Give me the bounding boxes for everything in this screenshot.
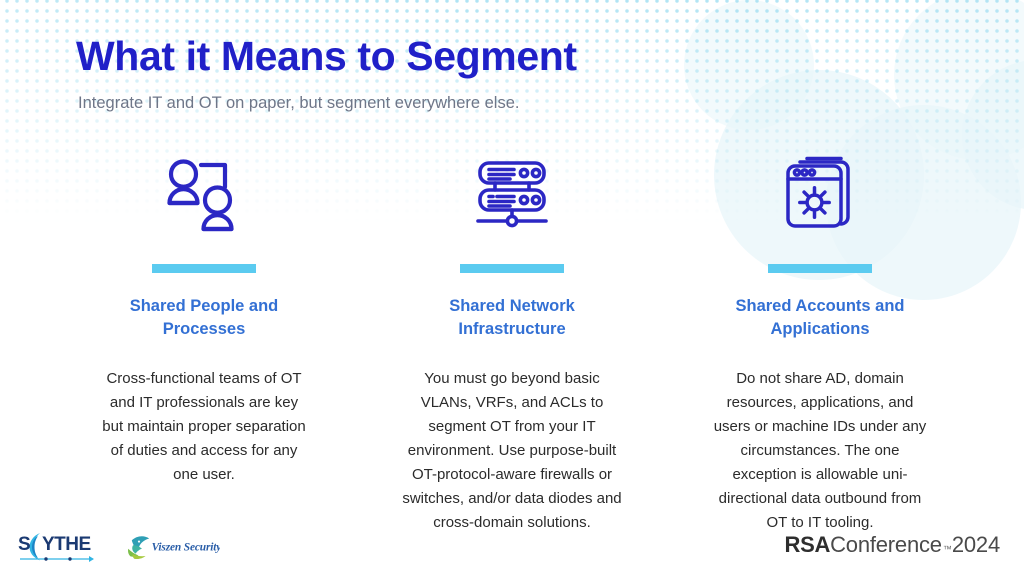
column-heading: Shared Accounts and Applications: [735, 297, 905, 339]
column-heading: Shared Network Infrastructure: [449, 297, 575, 339]
rsa-year: 2024: [951, 532, 1000, 557]
scythe-logo: S YTHE SCYTHE: [18, 530, 98, 564]
rsa-mark: RSA: [784, 532, 831, 557]
trademark-icon: ™: [942, 544, 952, 554]
slide-header: What it Means to Segment Integrate IT an…: [76, 33, 936, 114]
column-body-text: Do not share AD, domain resources, appli…: [713, 369, 927, 531]
column-accent-rule: [768, 264, 872, 273]
feature-column-shared-people: Shared People and Processes Cross-functi…: [76, 150, 332, 535]
footer-logos: S YTHE SCYTHE Viszen Security Vi: [18, 530, 220, 564]
page-title: What it Means to Segment: [76, 33, 577, 79]
column-heading: Shared People and Processes: [129, 297, 279, 339]
rsa-conference-word: Conference: [830, 532, 942, 557]
viszen-security-logo: Viszen Security Viszen Security: [124, 532, 220, 562]
column-body-text: You must go beyond basic VLANs, VRFs, an…: [402, 369, 622, 531]
page-subtitle: Integrate IT and OT on paper, but segmen…: [78, 93, 520, 112]
column-body-text: Cross-functional teams of OT and IT prof…: [102, 369, 306, 483]
feature-columns: Shared People and Processes Cross-functi…: [76, 150, 948, 535]
feature-column-shared-accounts: Shared Accounts and Applications Do not …: [692, 150, 948, 535]
server-rack-network-icon: [472, 150, 552, 242]
background-blob: [962, 60, 1024, 210]
svg-text:Viszen Security: Viszen Security: [152, 542, 220, 554]
svg-text:S: S: [18, 534, 30, 555]
feature-column-shared-network: Shared Network Infrastructure You must g…: [384, 150, 640, 535]
column-accent-rule: [152, 264, 256, 273]
people-network-icon: [161, 150, 247, 242]
svg-text:YTHE: YTHE: [42, 534, 91, 555]
column-accent-rule: [460, 264, 564, 273]
application-window-gear-icon: [780, 150, 860, 242]
